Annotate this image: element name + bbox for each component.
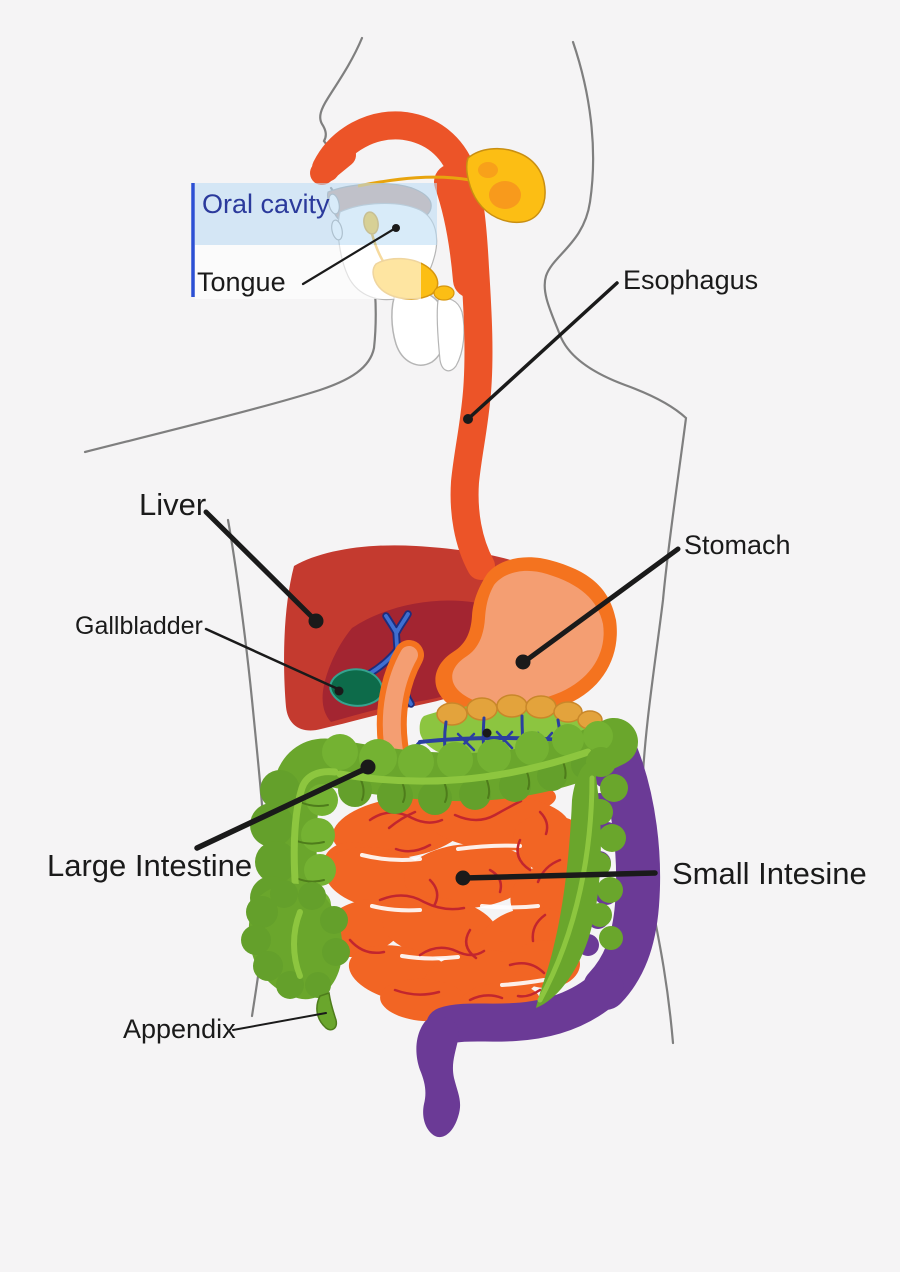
- gallbladder-leader-line: [204, 627, 340, 691]
- label-large-intestine: Large Intestine: [47, 848, 252, 883]
- tongue-leader-line: [301, 227, 396, 286]
- leader-lines: [194, 227, 681, 1031]
- cecum-lobes: [241, 880, 350, 999]
- label-liver: Liver: [139, 487, 206, 522]
- pancreas-scallops: [436, 694, 603, 730]
- large-intestine-shape: [241, 718, 638, 1031]
- appendix-leader-line: [232, 1012, 327, 1031]
- larynx-shape: [436, 297, 465, 372]
- small-intestine-dot: [455, 870, 471, 886]
- oral-cavity-lower-band: [195, 245, 421, 299]
- cecum-highlight: [291, 909, 303, 979]
- esophagus-leader-line: [466, 281, 619, 421]
- stomach-shape: [435, 557, 617, 721]
- parotid-inner-patch: [489, 181, 521, 209]
- label-tongue: Tongue: [197, 267, 286, 297]
- pancreas-region-dot: [482, 728, 492, 738]
- esophagus-shape: [310, 111, 495, 580]
- label-oral-cavity: Oral cavity: [202, 189, 330, 219]
- jaw-bone-shape: [391, 288, 447, 366]
- label-gallbladder: Gallbladder: [75, 612, 203, 640]
- liver-dot: [308, 613, 324, 629]
- rectum-shape: [416, 1016, 461, 1138]
- liver-leader-line: [203, 509, 318, 623]
- oral-cavity-highlight: [191, 183, 437, 299]
- oral-cavity-band: [195, 183, 437, 245]
- intestine-fold-lines: [348, 799, 562, 1002]
- mesentery-leaf-stripe: [537, 775, 595, 1003]
- leader-dots: [308, 224, 531, 886]
- stomach-dot: [515, 654, 531, 670]
- stomach-inner: [452, 570, 604, 706]
- gallbladder-shape: [329, 668, 384, 707]
- large-intestine-leader-line: [194, 765, 370, 851]
- labels: Oral cavity Tongue Esophagus Liver Stoma…: [47, 189, 867, 1044]
- tongue-dot: [392, 224, 400, 232]
- label-small-intestine: Small Intesine: [672, 856, 867, 891]
- label-esophagus: Esophagus: [623, 265, 758, 295]
- gallbladder-dot: [334, 686, 344, 696]
- parotid-inner-patch-2: [478, 162, 498, 178]
- small-intestine-leader-line: [461, 870, 658, 881]
- submandibular-lobe: [433, 285, 455, 301]
- label-stomach: Stomach: [684, 530, 791, 560]
- intestine-coil-gaps: [360, 843, 546, 987]
- label-appendix: Appendix: [123, 1014, 236, 1044]
- esophagus-dot: [463, 414, 473, 424]
- large-intestine-dot: [360, 759, 376, 775]
- stomach-leader-line: [521, 546, 681, 665]
- mesentery-leaf: [536, 762, 601, 1008]
- throat-widening: [434, 164, 489, 298]
